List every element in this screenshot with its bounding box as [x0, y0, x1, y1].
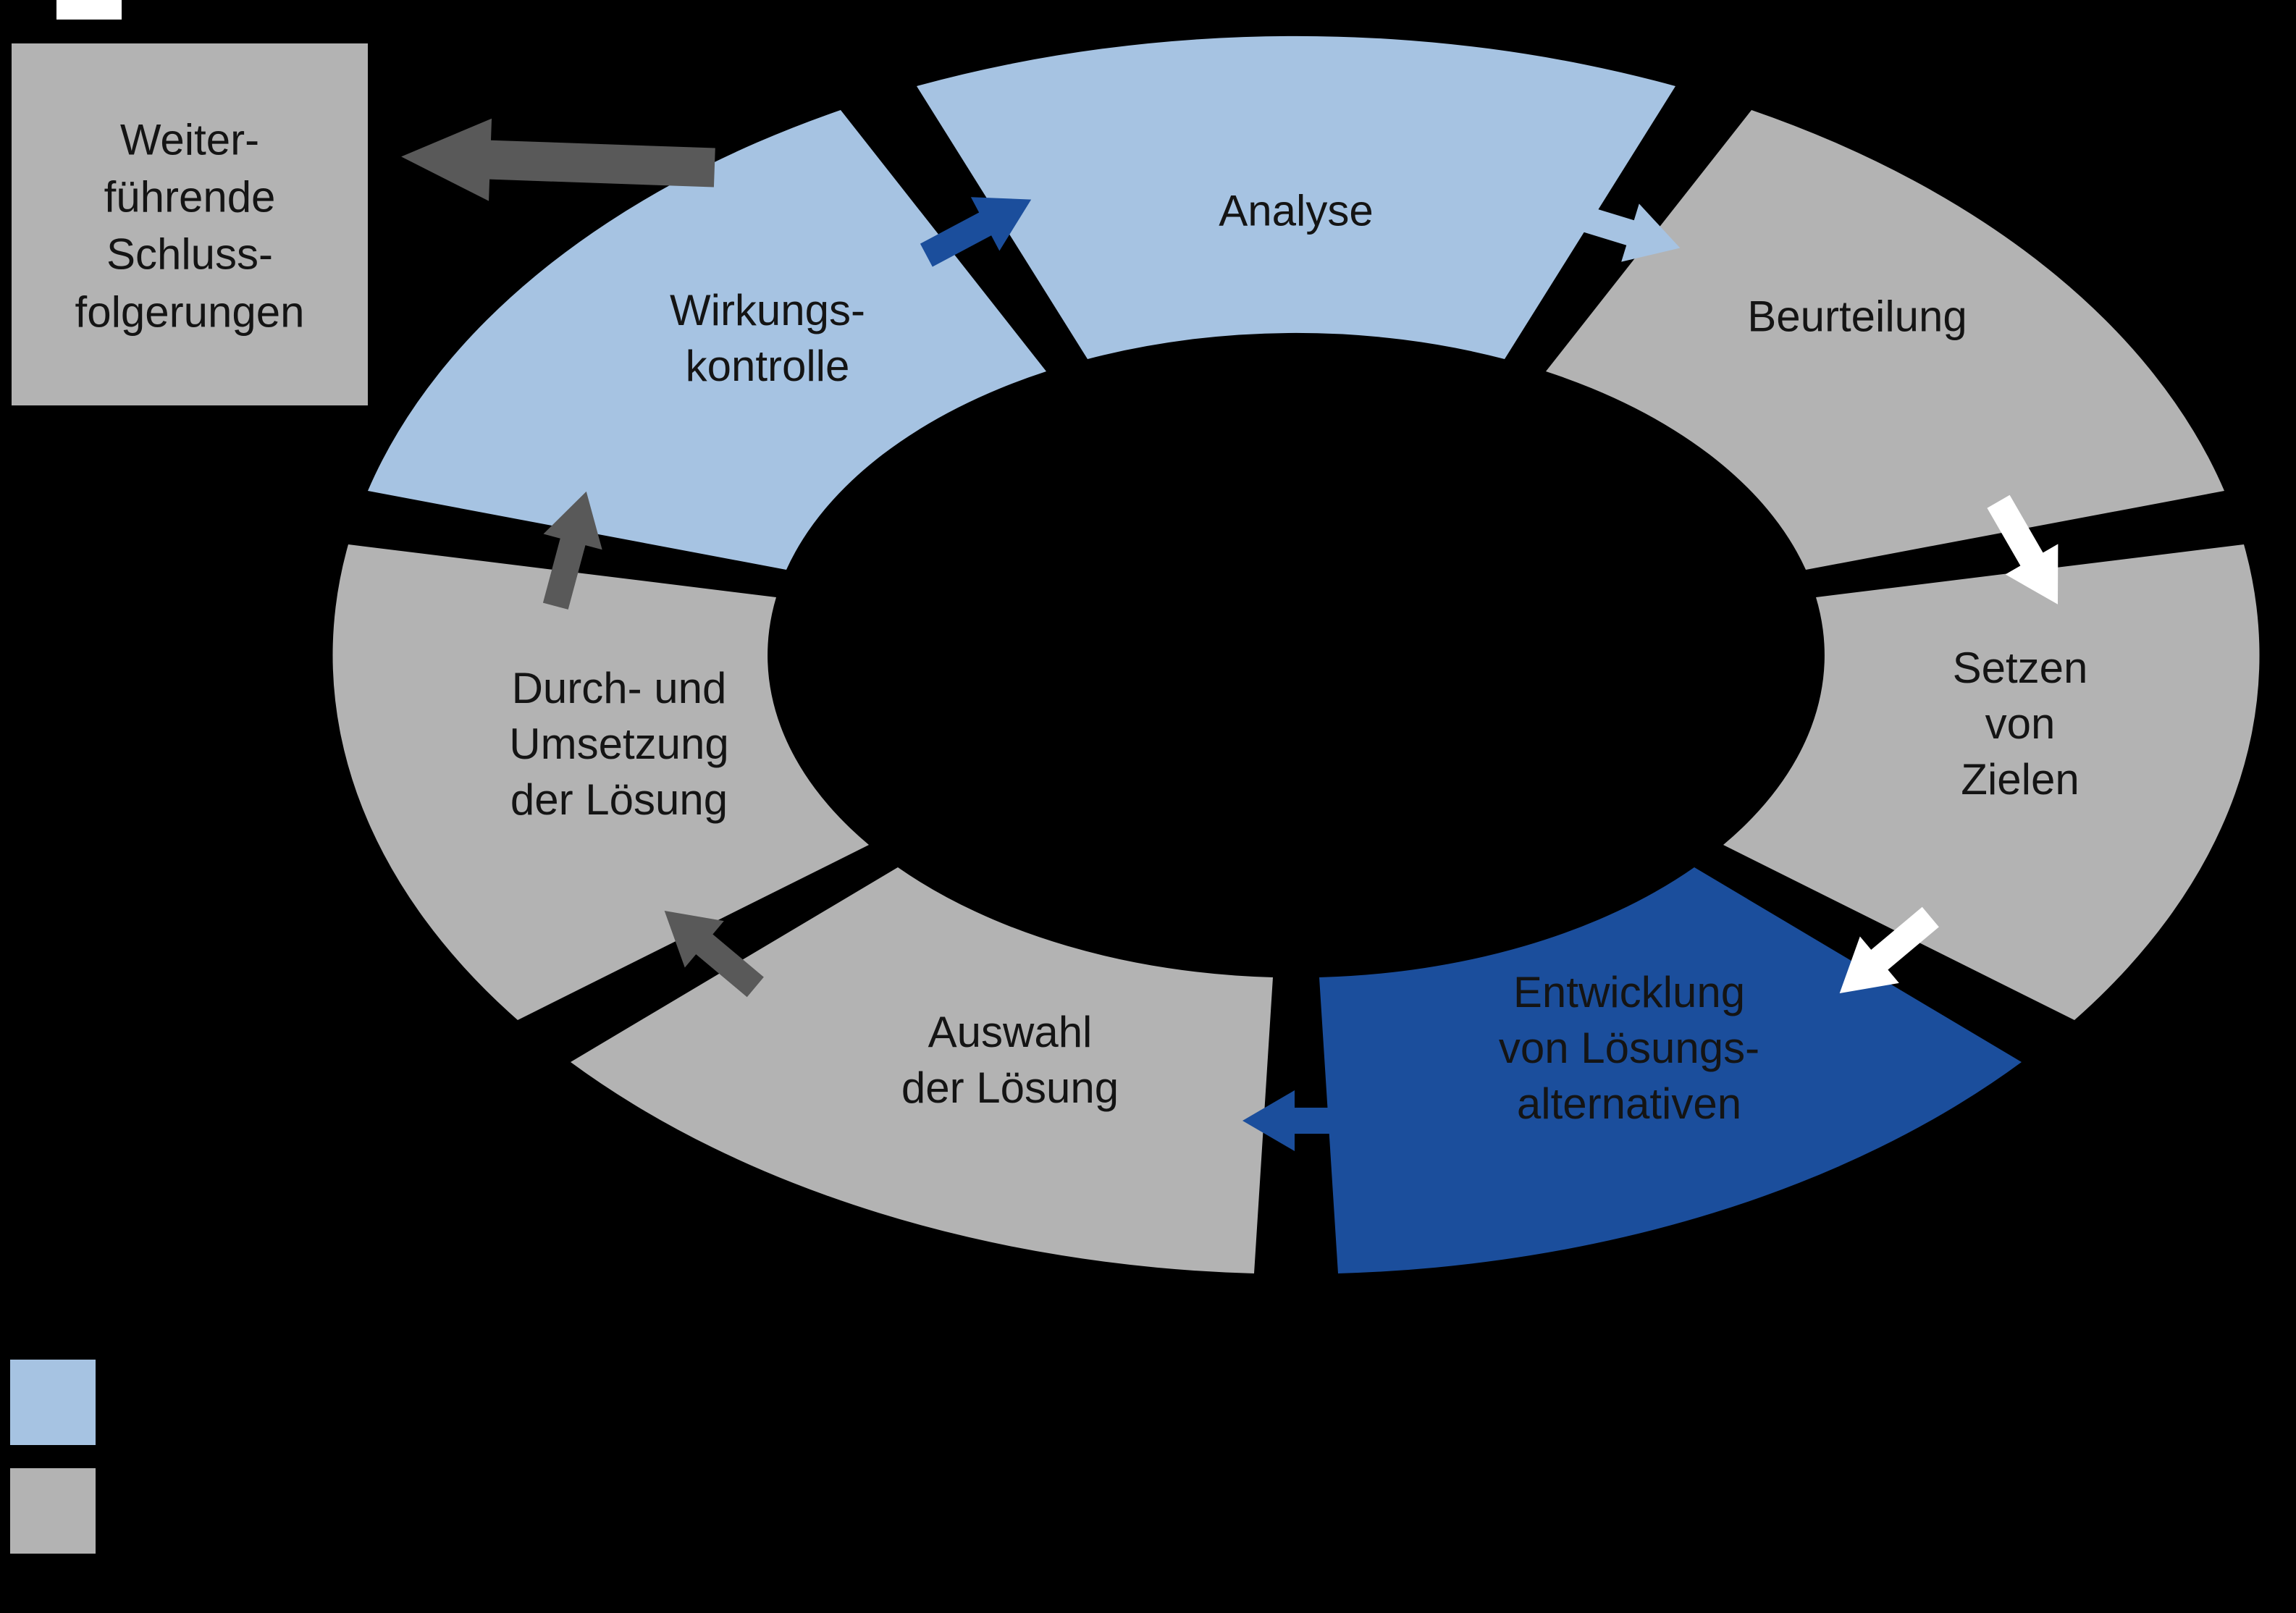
segment-analyse	[917, 35, 1675, 359]
segment-durch-und-umsetzung	[332, 544, 869, 1020]
arrow-setzen-to-entwicklung-icon	[1839, 906, 1939, 993]
arrow-durchsetzung-to-wirkungskontrolle-icon	[542, 491, 602, 610]
arrow-auswahl-to-durchsetzung-icon	[664, 911, 764, 998]
arrow-entwicklung-to-auswahl-icon	[1242, 1090, 1361, 1151]
arrow-wirkungskontrolle-to-analyse-icon	[920, 197, 1032, 267]
segment-beurteilung	[1546, 110, 2224, 570]
arrow-wirkungskontrolle-to-schlussfolgerungen-icon	[401, 118, 715, 201]
top-left-decor-rect	[56, 0, 122, 20]
segment-setzen-von-zielen	[1723, 544, 2260, 1020]
segment-entwicklung-loesungsalternativen	[1319, 867, 2022, 1273]
arrow-beurteilung-to-setzen-icon	[1987, 494, 2059, 605]
legend-swatch-light-blue	[10, 1360, 96, 1445]
arrow-analyse-to-beurteilung-icon	[1563, 201, 1681, 262]
segment-wirkungskontrolle	[368, 110, 1046, 570]
conclusions-box	[12, 43, 368, 405]
legend-swatch-gray	[10, 1468, 96, 1554]
